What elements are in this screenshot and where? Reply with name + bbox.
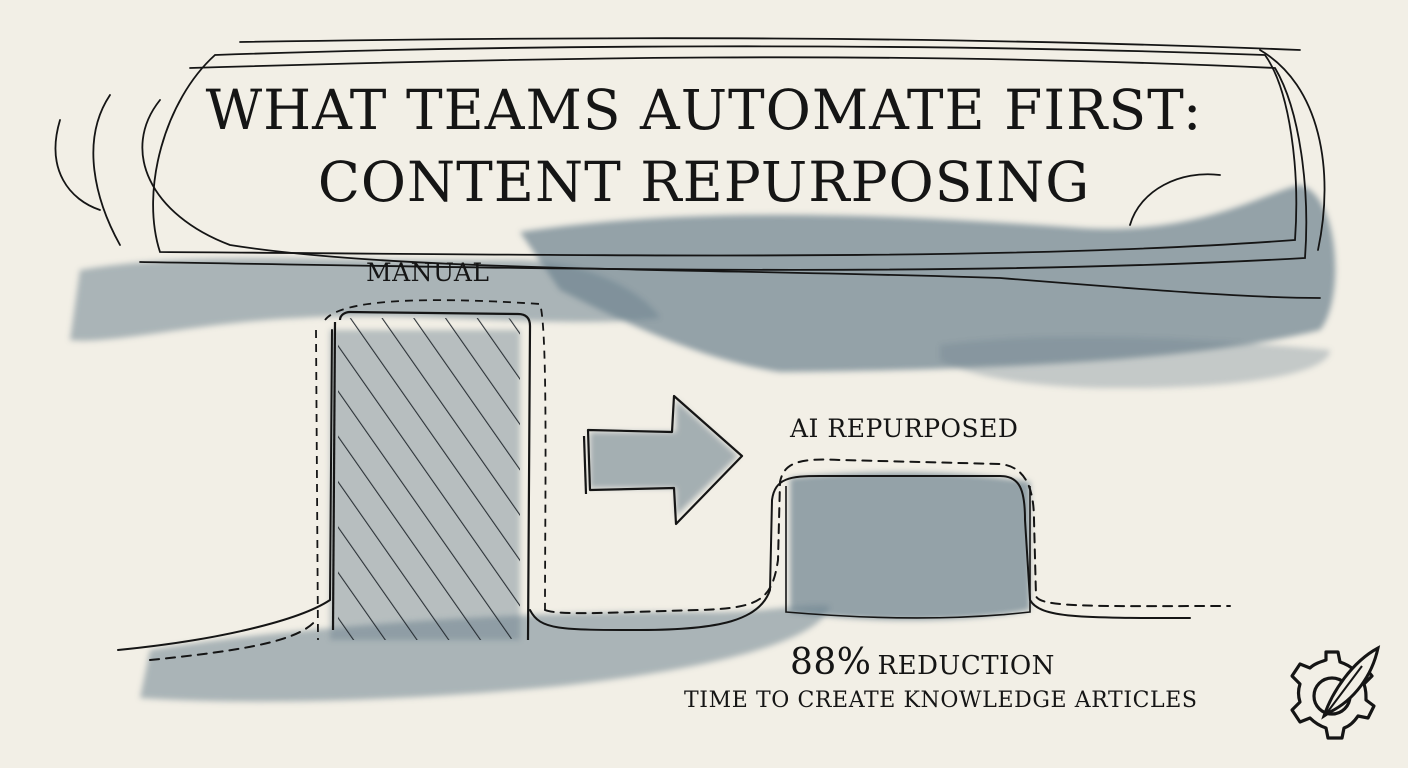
arrow-right-icon: [582, 394, 744, 526]
title-frame: [54, 37, 1326, 299]
watercolor-wash: [70, 185, 1336, 702]
title-line-1: WHAT TEAMS AUTOMATE FIRST:: [205, 78, 1203, 142]
baseline-curves: [117, 329, 1231, 661]
ai-repurposed-bar: [785, 486, 1031, 619]
reduction-stat: 88%REDUCTION: [790, 642, 1055, 683]
title-line-2: CONTENT REPURPOSING: [317, 150, 1091, 214]
gear-quill-icon: [1290, 645, 1381, 740]
stat-value: 88%: [790, 642, 872, 683]
ai-repurposed-label: AI REPURPOSED: [790, 414, 1019, 443]
stat-unit: REDUCTION: [877, 651, 1055, 681]
manual-bar: [315, 299, 547, 641]
manual-label: MANUAL: [366, 258, 490, 287]
stat-caption: TIME TO CREATE KNOWLEDGE ARTICLES: [684, 688, 1198, 713]
